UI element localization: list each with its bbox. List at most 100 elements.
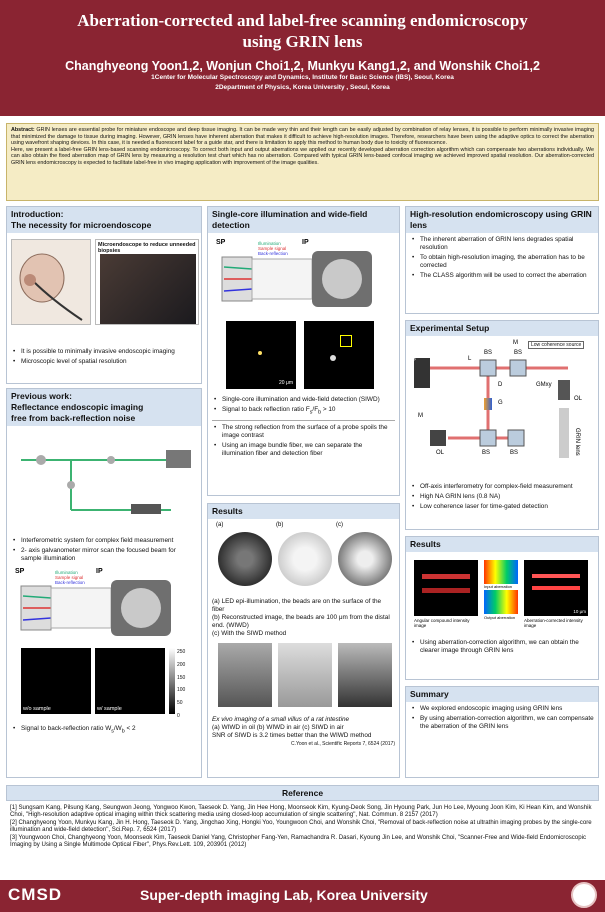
intro-heading: Introduction: The necessity for microend…: [7, 207, 201, 233]
legend-sample-signal: Sample signal: [258, 246, 287, 251]
results-2-bullet: Using aberration-correction algorithm, w…: [412, 639, 594, 655]
poster-footer: CMSD Super-depth imaging Lab, Korea Univ…: [0, 880, 605, 912]
intro-figure: Microendoscope to reduce unneeded biopsi…: [11, 239, 199, 339]
caption-b: (b) Reconstructed image, the beads are 1…: [212, 614, 390, 629]
intro-heading-1: Introduction:: [11, 209, 64, 219]
cb-tick: 150: [177, 674, 186, 681]
legend-back-reflection: Back-reflection: [55, 580, 85, 585]
ratio-text: Signal to back reflection ratio: [222, 406, 305, 413]
lab-name: Super-depth imaging Lab, Korea Universit…: [140, 887, 428, 903]
bs-label: BS: [510, 450, 519, 456]
legend-illumination: Illumination: [55, 570, 78, 575]
intro-bullet: Microscopic level of spatial resolution: [13, 358, 197, 366]
villus-image-b: [278, 643, 332, 707]
affiliation-2: 2Department of Physics, Korea University…: [215, 84, 390, 91]
setup-schematic: [414, 358, 570, 458]
poster-title: Aberration-corrected and label-free scan…: [0, 0, 605, 52]
single-bullet: The strong reflection from the surface o…: [214, 424, 395, 440]
high-res-bullet: The CLASS algorithm will be used to corr…: [412, 272, 594, 280]
references-heading: Reference: [6, 785, 599, 801]
caption-a: (a) LED epi-illumination, the beads are …: [212, 598, 382, 613]
authors: Changhyeong Yoon1,2, Wonjun Choi1,2, Mun…: [65, 59, 540, 73]
references-section: Reference [1] Sungsam Kang, Pilsung Kang…: [6, 785, 599, 877]
cb-tick: 200: [177, 661, 186, 668]
siwd-illustration: [221, 251, 372, 307]
image-w-sample: w/ sample: [95, 648, 165, 714]
single-bullet: Signal to back reflection ratio Fs/Fb > …: [214, 406, 395, 416]
panel-label-a: (a): [216, 522, 224, 528]
reference-item: [2] Changhyeong Yoon, Munkyu Kang, Jin H…: [10, 818, 592, 834]
bar-feature: [532, 586, 580, 590]
objective-label: OL: [436, 450, 445, 456]
summary-bullet: By using aberration-correction algorithm…: [412, 715, 594, 731]
ratio-value: > 10: [322, 406, 336, 413]
previous-snr: Signal to back-reflection ratio Ws/Wb < …: [7, 722, 201, 740]
summary-heading: Summary: [406, 687, 598, 702]
previous-legend: Illumination Sample signal Back-reflecti…: [55, 570, 85, 585]
affiliation-1: 1Center for Molecular Spectroscopy and D…: [151, 74, 454, 81]
endoscope-illustration: [19, 253, 83, 321]
grin-result-images: Input aberration Output aberration 10 μm…: [410, 556, 594, 632]
abstract-box: Abstract: GRIN lenses are essential prob…: [6, 123, 599, 201]
results-2-bullets: Using aberration-correction algorithm, w…: [406, 636, 598, 660]
siwd-images: 20 μm: [212, 321, 395, 393]
bead-image-c: [338, 532, 392, 586]
setup-heading: Experimental Setup: [406, 321, 598, 336]
references-list: [1] Sungsam Kang, Pilsung Kang, Seungwon…: [6, 801, 599, 851]
bead-image-b: [278, 532, 332, 586]
high-res-bullet: The inherent aberration of GRIN lens deg…: [412, 236, 594, 252]
mirror-label: M: [513, 340, 518, 346]
setup-bullet: Low coherence laser for time-gated detec…: [412, 503, 594, 511]
setup-bullets: Off-axis interferometry for complex-fiel…: [406, 480, 598, 516]
cb-tick: 50: [177, 700, 183, 707]
snr-value: < 2: [126, 725, 136, 732]
roi-box: [340, 335, 352, 347]
interferometer-schematic: [11, 435, 199, 525]
summary-section: Summary We explored endoscopic imaging u…: [405, 686, 599, 778]
previous-heading-3: free from back-reflection noise: [11, 413, 136, 423]
speckle-dot: [330, 355, 336, 361]
high-res-section: High-resolution endomicroscopy using GRI…: [405, 206, 599, 314]
bar-feature: [422, 588, 470, 593]
high-res-heading: High-resolution endomicroscopy using GRI…: [406, 207, 598, 233]
results-1-section: Results (a) (b) (c) (a) LED epi-illumina…: [207, 503, 400, 778]
setup-bullet: Off-axis interferometry for complex-fiel…: [412, 483, 594, 491]
ip-label: IP: [96, 568, 103, 575]
colorbar-ticks: 250 200 150 100 50 0: [177, 646, 185, 723]
output-aberration-map: [484, 590, 518, 614]
legend-illumination: Illumination: [258, 241, 281, 246]
sp-label: SP: [15, 568, 25, 575]
objective-label: OL: [574, 396, 583, 402]
speckle-dot: [258, 351, 262, 355]
corrected-caption: Aberration-corrected intensity image: [524, 618, 583, 628]
previous-work-section: Previous work: Reflectance endoscopic im…: [6, 388, 202, 778]
beads-images: (a) (b) (c): [212, 522, 395, 592]
article-caption: Microendoscope to reduce unneeded biopsi…: [98, 242, 196, 254]
previous-bullet: 2- axis galvanometer mirror scan the foc…: [13, 547, 197, 563]
title-line-1: Aberration-corrected and label-free scan…: [77, 11, 528, 30]
bs-label: BS: [514, 350, 523, 356]
previous-heading: Previous work: Reflectance endoscopic im…: [7, 389, 201, 426]
caption2-title: Ex vivo imaging of a small villus of a r…: [212, 716, 350, 723]
summary-bullet: We explored endoscopic imaging using GRI…: [412, 705, 594, 713]
single-bullet: Single-core illumination and wide-field …: [214, 396, 395, 404]
w-sample-label: w/ sample: [97, 706, 122, 712]
results-1-heading: Results: [208, 504, 399, 519]
single-legend: Illumination Sample signal Back-reflecti…: [258, 241, 288, 256]
reference-item: [3] Youngwoon Choi, Changhyeong Yoon, Mo…: [10, 833, 586, 849]
article-clip: Microendoscope to reduce unneeded biopsi…: [95, 239, 199, 325]
light-source-label: Low coherence source: [528, 341, 585, 349]
intro-bullet: It is possible to minimally invasive end…: [13, 348, 197, 356]
intro-section: Introduction: The necessity for microend…: [6, 206, 202, 384]
single-bullets: Single-core illumination and wide-field …: [208, 393, 399, 463]
single-divider: [212, 420, 395, 424]
image-wo-sample: w/o sample: [21, 648, 91, 714]
previous-bullet: Interferometric system for complex field…: [13, 537, 197, 545]
speckle-images: w/o sample w/ sample 250 200 150 100 50 …: [11, 648, 197, 720]
results-1-caption2: Ex vivo imaging of a small villus of a r…: [208, 713, 399, 751]
bs-label: BS: [484, 350, 493, 356]
sp-label: SP: [216, 239, 226, 246]
summary-bullets: We explored endoscopic imaging using GRI…: [406, 702, 598, 736]
villus-image-a: [218, 643, 272, 707]
input-aberration-label: Input aberration: [484, 584, 513, 589]
